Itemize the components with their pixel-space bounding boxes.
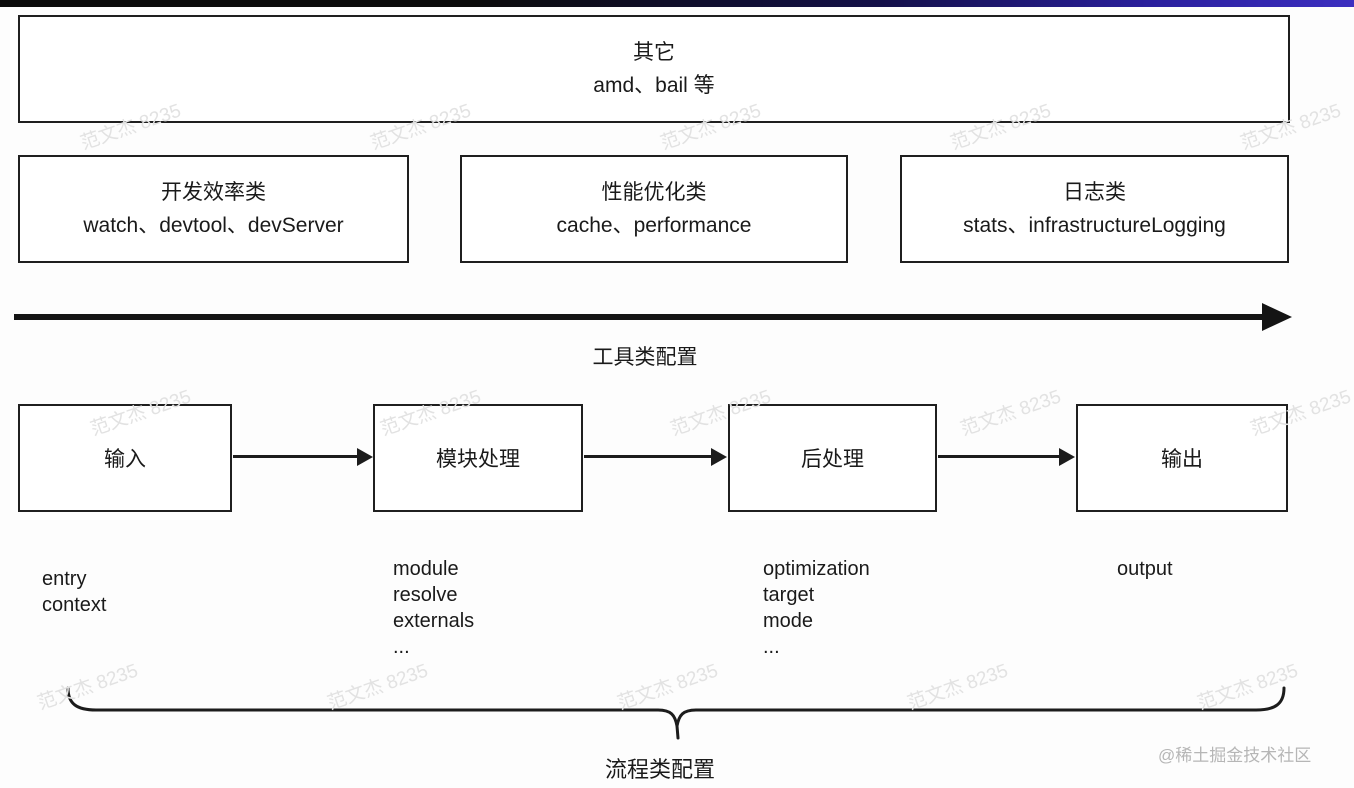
flow-step-module-box: 模块处理: [373, 404, 583, 512]
dev-efficiency-box: 开发效率类 watch、devtool、devServer: [18, 155, 409, 263]
axis-arrow-head: [1262, 303, 1292, 331]
performance-items: cache、performance: [556, 213, 752, 237]
logging-items: stats、infrastructureLogging: [963, 213, 1226, 237]
top-gradient-bar: [0, 0, 1354, 7]
flow-step-output-box: 输出: [1076, 404, 1288, 512]
connector-arrow-3: [938, 445, 1075, 469]
connector-arrowhead: [1059, 448, 1075, 466]
config-item: resolve: [393, 584, 458, 606]
flow-step-post-label: 后处理: [801, 448, 864, 471]
performance-box: 性能优化类 cache、performance: [460, 155, 848, 263]
axis-arrow-line: [14, 314, 1264, 320]
module-config-list: module resolve externals ...: [393, 556, 474, 660]
connector-arrow-1: [233, 445, 373, 469]
other-box-title: 其它: [633, 40, 675, 64]
connector-arrowhead: [357, 448, 373, 466]
community-credit: @稀土掘金技术社区: [1158, 746, 1312, 765]
watermark-text: 范文杰 8235: [958, 386, 1064, 441]
config-item: optimization: [763, 558, 870, 580]
other-box-items: amd、bail 等: [593, 73, 715, 97]
config-item: entry: [42, 568, 87, 590]
logging-box: 日志类 stats、infrastructureLogging: [900, 155, 1289, 263]
config-item: output: [1117, 558, 1173, 580]
input-config-list: entry context: [42, 566, 106, 618]
dev-efficiency-items: watch、devtool、devServer: [83, 213, 344, 237]
flow-step-input-box: 输入: [18, 404, 232, 512]
flow-step-output-label: 输出: [1161, 448, 1203, 471]
connector-arrow-2: [584, 445, 727, 469]
connector-arrowhead: [711, 448, 727, 466]
config-item: module: [393, 558, 459, 580]
process-brace: [66, 686, 1286, 740]
output-config-list: output: [1117, 556, 1173, 582]
post-config-list: optimization target mode ...: [763, 556, 870, 660]
logging-title: 日志类: [1063, 180, 1126, 204]
flow-step-post-box: 后处理: [728, 404, 937, 512]
tool-axis-label: 工具类配置: [592, 346, 698, 369]
config-item: context: [42, 594, 107, 616]
flow-step-module-label: 模块处理: [436, 448, 520, 471]
dev-efficiency-title: 开发效率类: [161, 180, 266, 204]
config-item: mode: [763, 610, 814, 632]
config-item: ...: [393, 636, 410, 658]
process-config-label: 流程类配置: [604, 757, 715, 782]
config-item: externals: [393, 610, 475, 632]
tool-axis-arrow: [14, 303, 1292, 331]
performance-title: 性能优化类: [601, 180, 707, 204]
other-category-box: 其它 amd、bail 等: [18, 15, 1290, 123]
connector-line: [938, 455, 1061, 458]
config-item: target: [763, 584, 815, 606]
connector-line: [233, 455, 359, 458]
flow-step-input-label: 输入: [104, 448, 146, 471]
connector-line: [584, 455, 713, 458]
config-item: ...: [763, 636, 780, 658]
